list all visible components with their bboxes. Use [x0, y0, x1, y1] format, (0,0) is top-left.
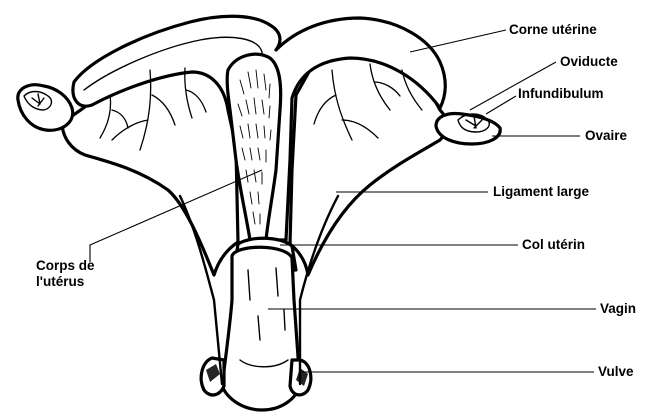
right-ovary: [436, 114, 500, 145]
left-ovary: [18, 85, 73, 130]
label-col-uterin: Col utérin: [522, 237, 585, 253]
label-vagin: Vagin: [600, 301, 636, 317]
vagina: [222, 247, 300, 410]
label-infundibulum: Infundibulum: [518, 86, 603, 102]
label-ligament-large: Ligament large: [493, 184, 589, 200]
label-corps-de-luterus: Corps de l'utérus: [36, 258, 116, 290]
label-corps-line-2: l'utérus: [36, 274, 116, 290]
label-corne-uterine: Corne utérine: [509, 22, 597, 38]
label-oviducte: Oviducte: [560, 54, 618, 70]
label-vulve: Vulve: [598, 364, 634, 380]
label-corps-line-1: Corps de: [36, 258, 116, 274]
label-ovaire: Ovaire: [585, 128, 627, 144]
